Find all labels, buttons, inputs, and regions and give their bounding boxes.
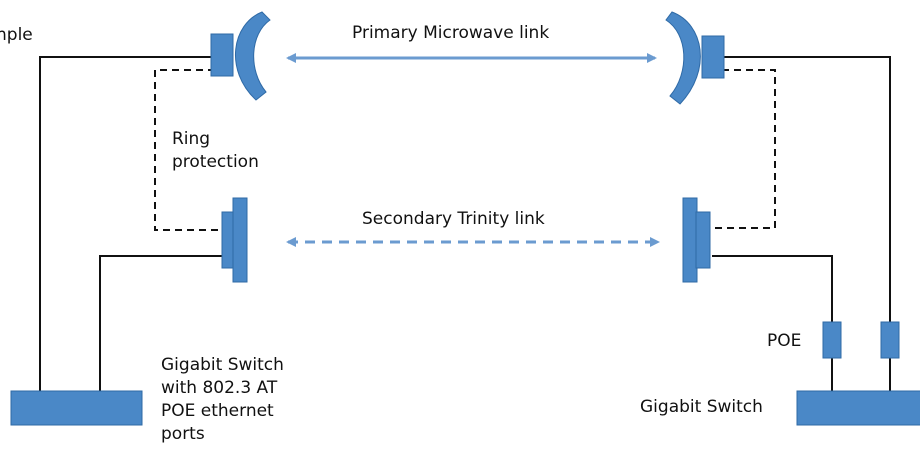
flat-panel-antenna-icon: [221, 197, 248, 283]
ring-left: [154, 69, 224, 231]
dish-antenna-icon: [665, 11, 725, 105]
ring-right: [712, 69, 776, 229]
left-switch-icon: [10, 390, 143, 426]
ring-protection-label: Ring protection: [172, 129, 259, 172]
wire-right-dish-to-right-switch: [722, 56, 891, 322]
wires: [39, 56, 891, 392]
ring-protection-wires: [154, 69, 776, 231]
primary-link-label: Primary Microwave link: [352, 23, 550, 43]
wire-left-switch-to-left-dish: [39, 56, 215, 392]
wire-right-panel-to-poe: [712, 255, 833, 322]
secondary-link-label: Secondary Trinity link: [362, 209, 545, 229]
wire-left-switch-to-left-panel: [99, 255, 224, 392]
dish-antenna-icon: [210, 11, 271, 101]
poe-injector-icon: [880, 321, 900, 359]
top-left-fragment-label: nple: [0, 25, 33, 45]
poe-injector-icon: [822, 321, 842, 359]
poe-label: POE: [767, 331, 802, 351]
left-switch-label: Gigabit Switch with 802.3 AT POE etherne…: [161, 355, 284, 444]
flat-panel-antenna-icon: [682, 197, 711, 283]
right-switch-label: Gigabit Switch: [640, 397, 763, 417]
right-switch-icon: [796, 390, 920, 426]
